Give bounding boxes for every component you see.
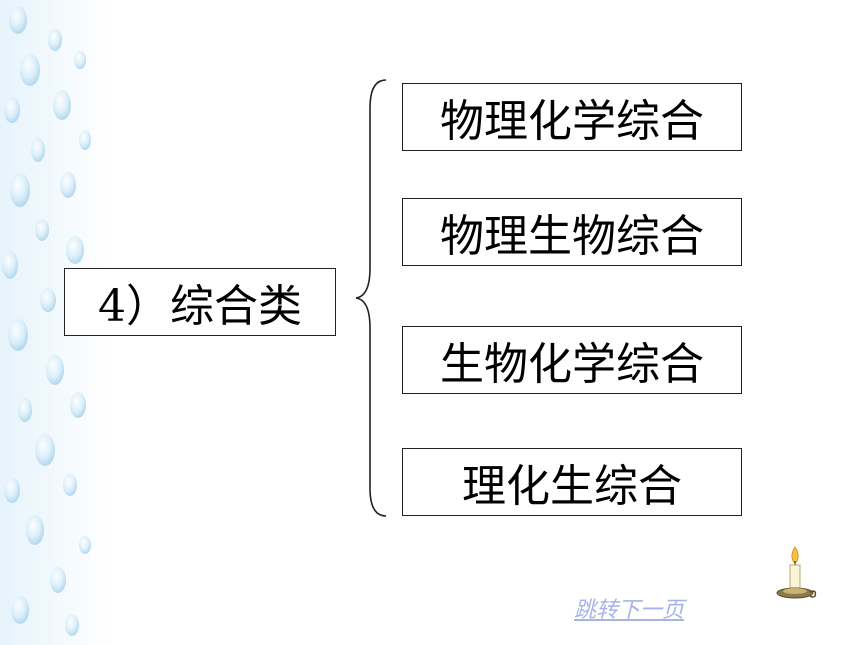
next-page-link[interactable]: 跳转下一页: [574, 598, 685, 623]
item-box-physics-chemistry: 物理化学综合: [402, 83, 742, 151]
item-label: 理化生综合: [462, 461, 682, 512]
item-label: 物理生物综合: [440, 211, 704, 262]
item-box-science-combined: 理化生综合: [402, 448, 742, 516]
item-box-biology-chemistry: 生物化学综合: [402, 326, 742, 394]
item-label: 生物化学综合: [440, 339, 704, 390]
category-label: 4）综合类: [98, 281, 302, 332]
candle-icon[interactable]: [770, 545, 820, 605]
brace-connector: [355, 79, 387, 517]
item-label: 物理化学综合: [440, 96, 704, 147]
category-box: 4）综合类: [64, 268, 336, 336]
item-box-physics-biology: 物理生物综合: [402, 198, 742, 266]
